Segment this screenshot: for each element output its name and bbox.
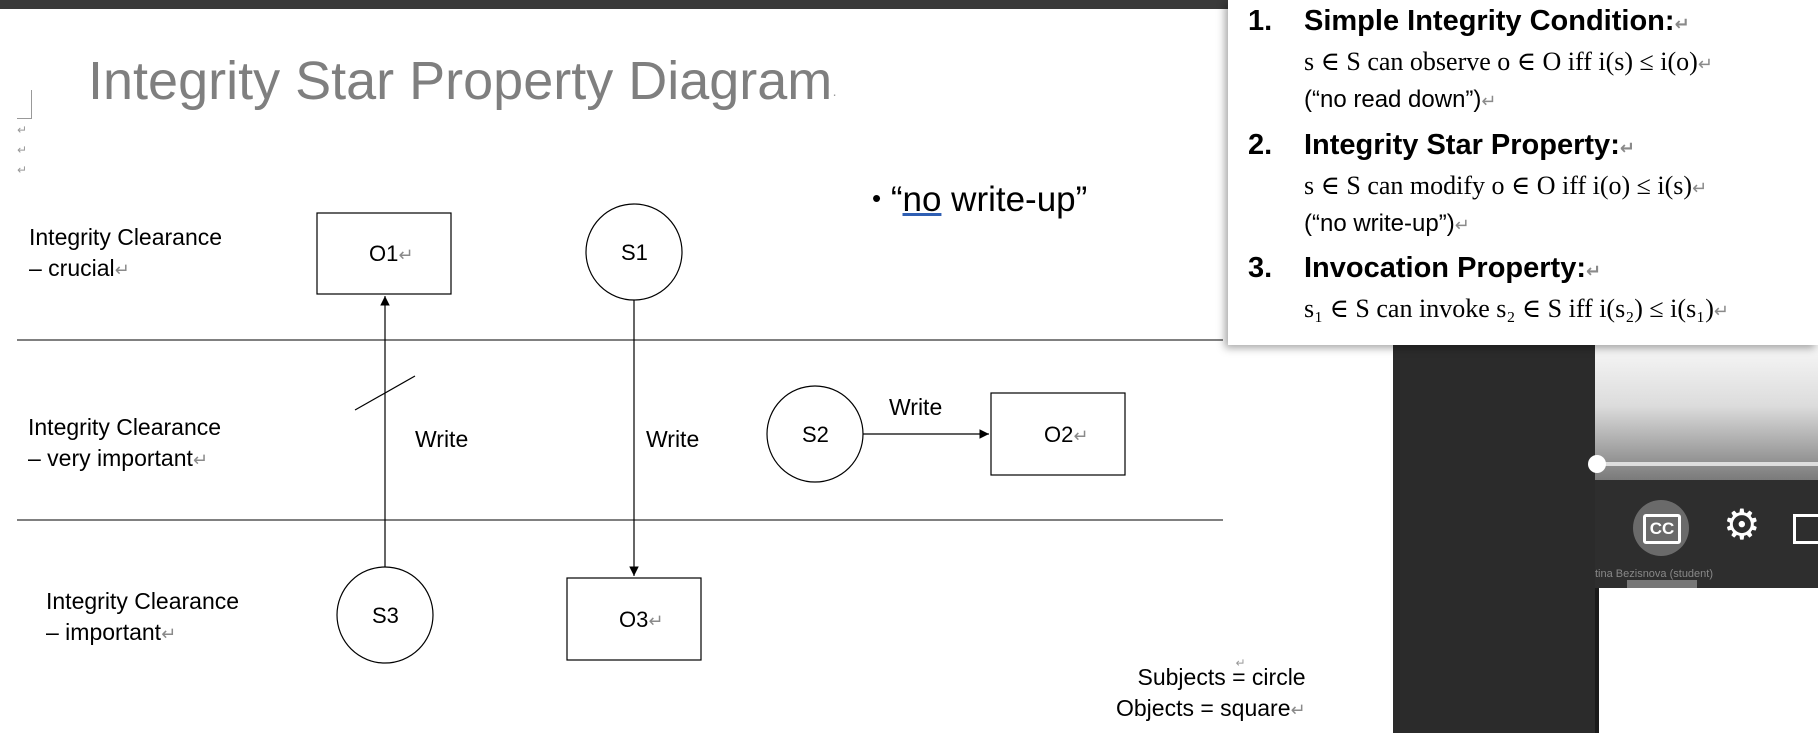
participant-name: tina Bezisnova (student) (1595, 568, 1714, 580)
paragraph-marks: ↵↵↵ (17, 90, 37, 180)
rule-3: 3.Invocation Property:↵ s₁ ∈ S can invok… (1248, 252, 1729, 323)
legend-subjects: Subjects = circle (1137, 664, 1306, 690)
subject-s3-label: S3 (372, 603, 399, 628)
subject-s2-label: S2 (802, 422, 829, 447)
rule-1: 1.Simple Integrity Condition:↵ s ∈ S can… (1248, 5, 1713, 113)
bullet-no-write-up: • “no write-up” (872, 180, 1088, 219)
edge-label-s1-o3: Write (646, 426, 700, 452)
edge-label-s2-o2: Write (889, 394, 943, 420)
object-o3-box (566, 577, 702, 661)
object-o3-label: O3↵ (619, 607, 664, 632)
scrubber-knob[interactable] (1588, 455, 1606, 473)
level-label-very-important: Integrity Clearance – very important↵ (28, 414, 222, 471)
edge-label-s3-o1: Write (415, 426, 469, 452)
closed-captions-icon[interactable]: CC (1633, 500, 1689, 556)
slide-title: Integrity Star Property Diagram· (88, 51, 837, 111)
level-label-crucial: Integrity Clearance – crucial↵ (29, 224, 223, 281)
level-label-important: Integrity Clearance – important↵ (46, 588, 240, 645)
object-o1-label: O1↵ (369, 241, 414, 266)
video-player[interactable]: CC ⚙ tina Bezisnova (student) (1588, 345, 1818, 588)
side-panel-content (1595, 588, 1818, 733)
object-o1-box (316, 212, 452, 295)
settings-gear-icon[interactable]: ⚙ (1723, 501, 1761, 548)
rule-2: 2.Integrity Star Property:↵ s ∈ S can mo… (1248, 129, 1708, 237)
exit-icon[interactable] (1793, 514, 1818, 544)
shape-legend: ↵ Subjects = circle Objects = square↵ (1116, 656, 1306, 726)
video-controls: CC ⚙ tina Bezisnova (student) (1595, 480, 1818, 588)
object-o2-label: O2↵ (1044, 422, 1089, 447)
subject-s1-label: S1 (621, 240, 648, 265)
window-top-bar (0, 0, 1818, 9)
caption-bar (1627, 580, 1697, 588)
object-o2-box (990, 392, 1126, 476)
forbidden-slash (354, 375, 416, 411)
rules-popup: 1.Simple Integrity Condition:↵ s ∈ S can… (1228, 0, 1818, 345)
legend-objects: Objects = square↵ (1116, 695, 1306, 721)
video-scrubber[interactable] (1595, 462, 1818, 466)
